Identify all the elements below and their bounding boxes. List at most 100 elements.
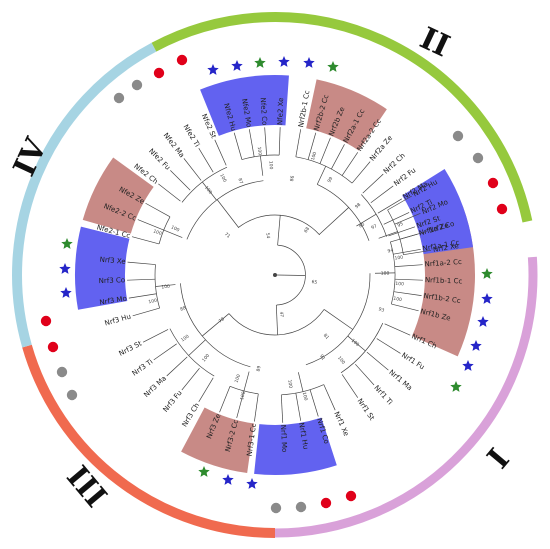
- bootstrap-value: 100: [161, 284, 170, 291]
- leaf-branch: [341, 152, 359, 176]
- grey-dot-icon: [66, 389, 78, 401]
- leaf-branch: [383, 212, 410, 225]
- leaf-branch: [127, 261, 156, 265]
- bootstrap-value: 100: [152, 228, 162, 237]
- clade-arc: [387, 209, 404, 255]
- leaf-branch: [132, 307, 160, 317]
- grey-dot-icon: [452, 130, 464, 142]
- green-star-icon: [254, 57, 266, 68]
- leaf-branch: [219, 386, 231, 413]
- leaf-branch: [278, 127, 281, 156]
- red-dot-icon: [176, 54, 188, 66]
- bootstrap-value: 100: [201, 353, 211, 364]
- blue-star-icon: [222, 474, 234, 485]
- leaf-branch: [264, 127, 267, 156]
- bootstrap-value: 100: [148, 298, 158, 306]
- group-IV-ring: [12, 42, 157, 348]
- leaf-branch: [376, 338, 401, 354]
- green-star-icon: [61, 238, 73, 249]
- leaf-branch: [307, 132, 317, 160]
- leaf-branch: [384, 323, 411, 336]
- blue-star-icon: [303, 57, 315, 68]
- leaf-branch: [394, 264, 423, 267]
- clade-arc: [158, 216, 171, 244]
- bootstrap-value: 100: [234, 373, 243, 383]
- blue-star-icon: [477, 316, 489, 327]
- leaf-branch: [331, 144, 345, 170]
- leaf-label: Nfe2 Xe: [276, 97, 285, 125]
- leaf-label: Nrf2 Xe: [432, 242, 459, 254]
- leaf-branch: [351, 161, 371, 184]
- clade-arc: [276, 244, 306, 306]
- blue-star-icon: [207, 64, 219, 75]
- bootstrap-value: 98: [354, 202, 362, 210]
- leaf-label: Nrf1 Ma: [387, 368, 413, 392]
- green-star-icon: [198, 466, 210, 477]
- leaf-label: Nrf2 Fu: [392, 166, 417, 188]
- clade-nfe2-tetrapod-highlight: [200, 75, 289, 136]
- leaf-branch: [198, 377, 214, 403]
- bootstrap-value: 68: [303, 226, 311, 234]
- leaf-label: Nrf3 Fu: [162, 389, 184, 414]
- leaf-branch: [394, 212, 421, 225]
- clade-stem: [260, 155, 264, 176]
- leaf-branch: [254, 393, 259, 422]
- red-dot-icon: [496, 203, 508, 215]
- bootstrap-value: 100: [395, 281, 404, 288]
- group-IV-label: IV: [7, 132, 55, 181]
- leaf-branch: [181, 368, 200, 391]
- green-star-icon: [450, 381, 462, 392]
- red-dot-icon: [487, 177, 499, 189]
- leaf-branch: [198, 147, 214, 173]
- clade-stem: [202, 313, 230, 337]
- bootstrap-value: 100: [256, 146, 263, 155]
- bootstrap-value: 88: [179, 305, 187, 313]
- bootstrap-value: 95: [397, 221, 405, 229]
- bootstrap-value: 100: [286, 379, 293, 388]
- leaf-branch: [319, 137, 331, 164]
- bootstrap-value: 78: [218, 316, 226, 324]
- bootstrap-value: 85: [358, 221, 366, 229]
- blue-star-icon: [481, 293, 493, 304]
- leaf-branch: [131, 236, 160, 245]
- bootstrap-value: 93: [378, 306, 385, 314]
- green-star-icon: [327, 61, 339, 72]
- leaf-branch: [366, 351, 389, 371]
- leaf-branch: [170, 170, 191, 191]
- bootstrap-value: 100: [381, 271, 390, 277]
- leaf-label: Nrf2a Ze: [368, 134, 394, 163]
- leaf-branch: [394, 278, 423, 281]
- bootstrap-value: 89: [256, 365, 263, 372]
- clade-nrf3-tetrapod-highlight: [75, 226, 130, 310]
- clade-arc: [317, 184, 370, 241]
- bootstrap-value: 71: [223, 231, 231, 239]
- leaf-label: Nrf1 Xe: [332, 410, 350, 437]
- leaf-branch: [214, 139, 227, 166]
- bootstrap-value: 54: [264, 232, 271, 239]
- leaf-branch: [391, 303, 419, 312]
- leaf-branch: [166, 356, 188, 377]
- green-star-icon: [481, 268, 493, 279]
- clade-stem: [188, 339, 206, 356]
- bootstrap-value: 86: [289, 175, 296, 182]
- leaf-label: Nrf1b-1 Cc: [425, 276, 463, 285]
- blue-star-icon: [470, 340, 482, 351]
- clade-stem: [202, 181, 217, 201]
- clade-stem: [319, 207, 349, 235]
- leaf-branch: [388, 226, 416, 237]
- leaf-label: Nrf1a-2 Cc: [424, 258, 462, 269]
- bootstrap-value: 100: [239, 391, 247, 401]
- clade-arc: [361, 194, 387, 237]
- leaf-branch: [309, 389, 319, 417]
- leaf-branch: [127, 278, 156, 281]
- grey-dot-icon: [270, 502, 282, 514]
- red-dot-icon: [40, 315, 52, 327]
- leaf-label: Nrf3 Hu: [104, 312, 132, 327]
- clade-stem: [323, 309, 354, 330]
- bootstrap-value: 100: [336, 355, 346, 366]
- clade-stem: [378, 231, 398, 239]
- blue-star-icon: [278, 56, 290, 67]
- leaf-label: Nrf3 Xe: [99, 256, 126, 266]
